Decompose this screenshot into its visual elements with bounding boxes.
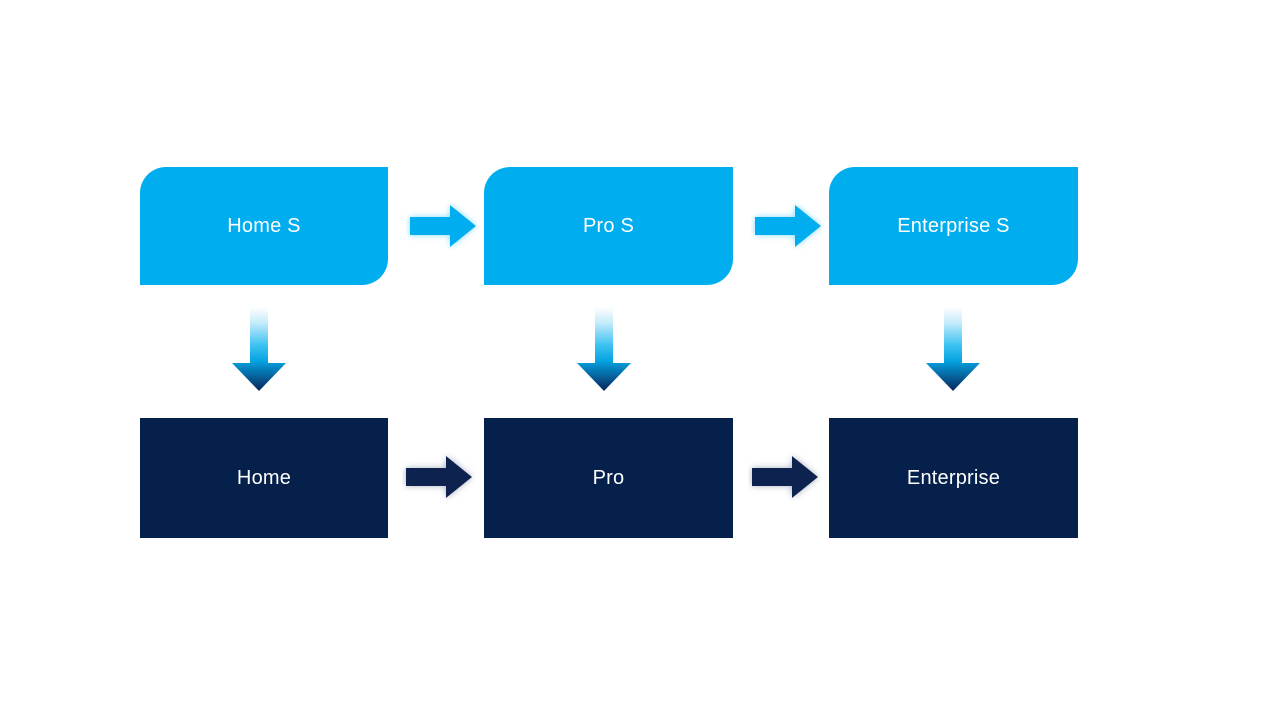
node-enterprise-label: Enterprise [906, 467, 1001, 489]
node-home-s-label: Home S [227, 215, 301, 237]
node-enterprise[interactable]: Enterprise [829, 418, 1078, 538]
arrow-down-icon-home-s-to-home [228, 305, 290, 395]
node-enterprise-s[interactable]: Enterprise S [829, 167, 1078, 285]
arrow-right-icon-pro-s-to-enterprise-s [751, 200, 825, 252]
arrow-right-icon-home-to-pro [402, 451, 476, 503]
arrow-right-icon-home-s-to-pro-s [406, 200, 480, 252]
node-pro-label: Pro [592, 467, 625, 489]
node-home-label: Home [236, 467, 292, 489]
node-home-s[interactable]: Home S [140, 167, 388, 285]
node-home[interactable]: Home [140, 418, 388, 538]
arrow-right-icon-pro-to-enterprise [748, 451, 822, 503]
arrow-down-icon-pro-s-to-pro [573, 305, 635, 395]
node-pro-s[interactable]: Pro S [484, 167, 733, 285]
node-pro[interactable]: Pro [484, 418, 733, 538]
node-enterprise-s-label: Enterprise S [897, 215, 1010, 237]
node-pro-s-label: Pro S [582, 215, 635, 237]
arrow-down-icon-enterprise-s-to-enterprise [922, 305, 984, 395]
